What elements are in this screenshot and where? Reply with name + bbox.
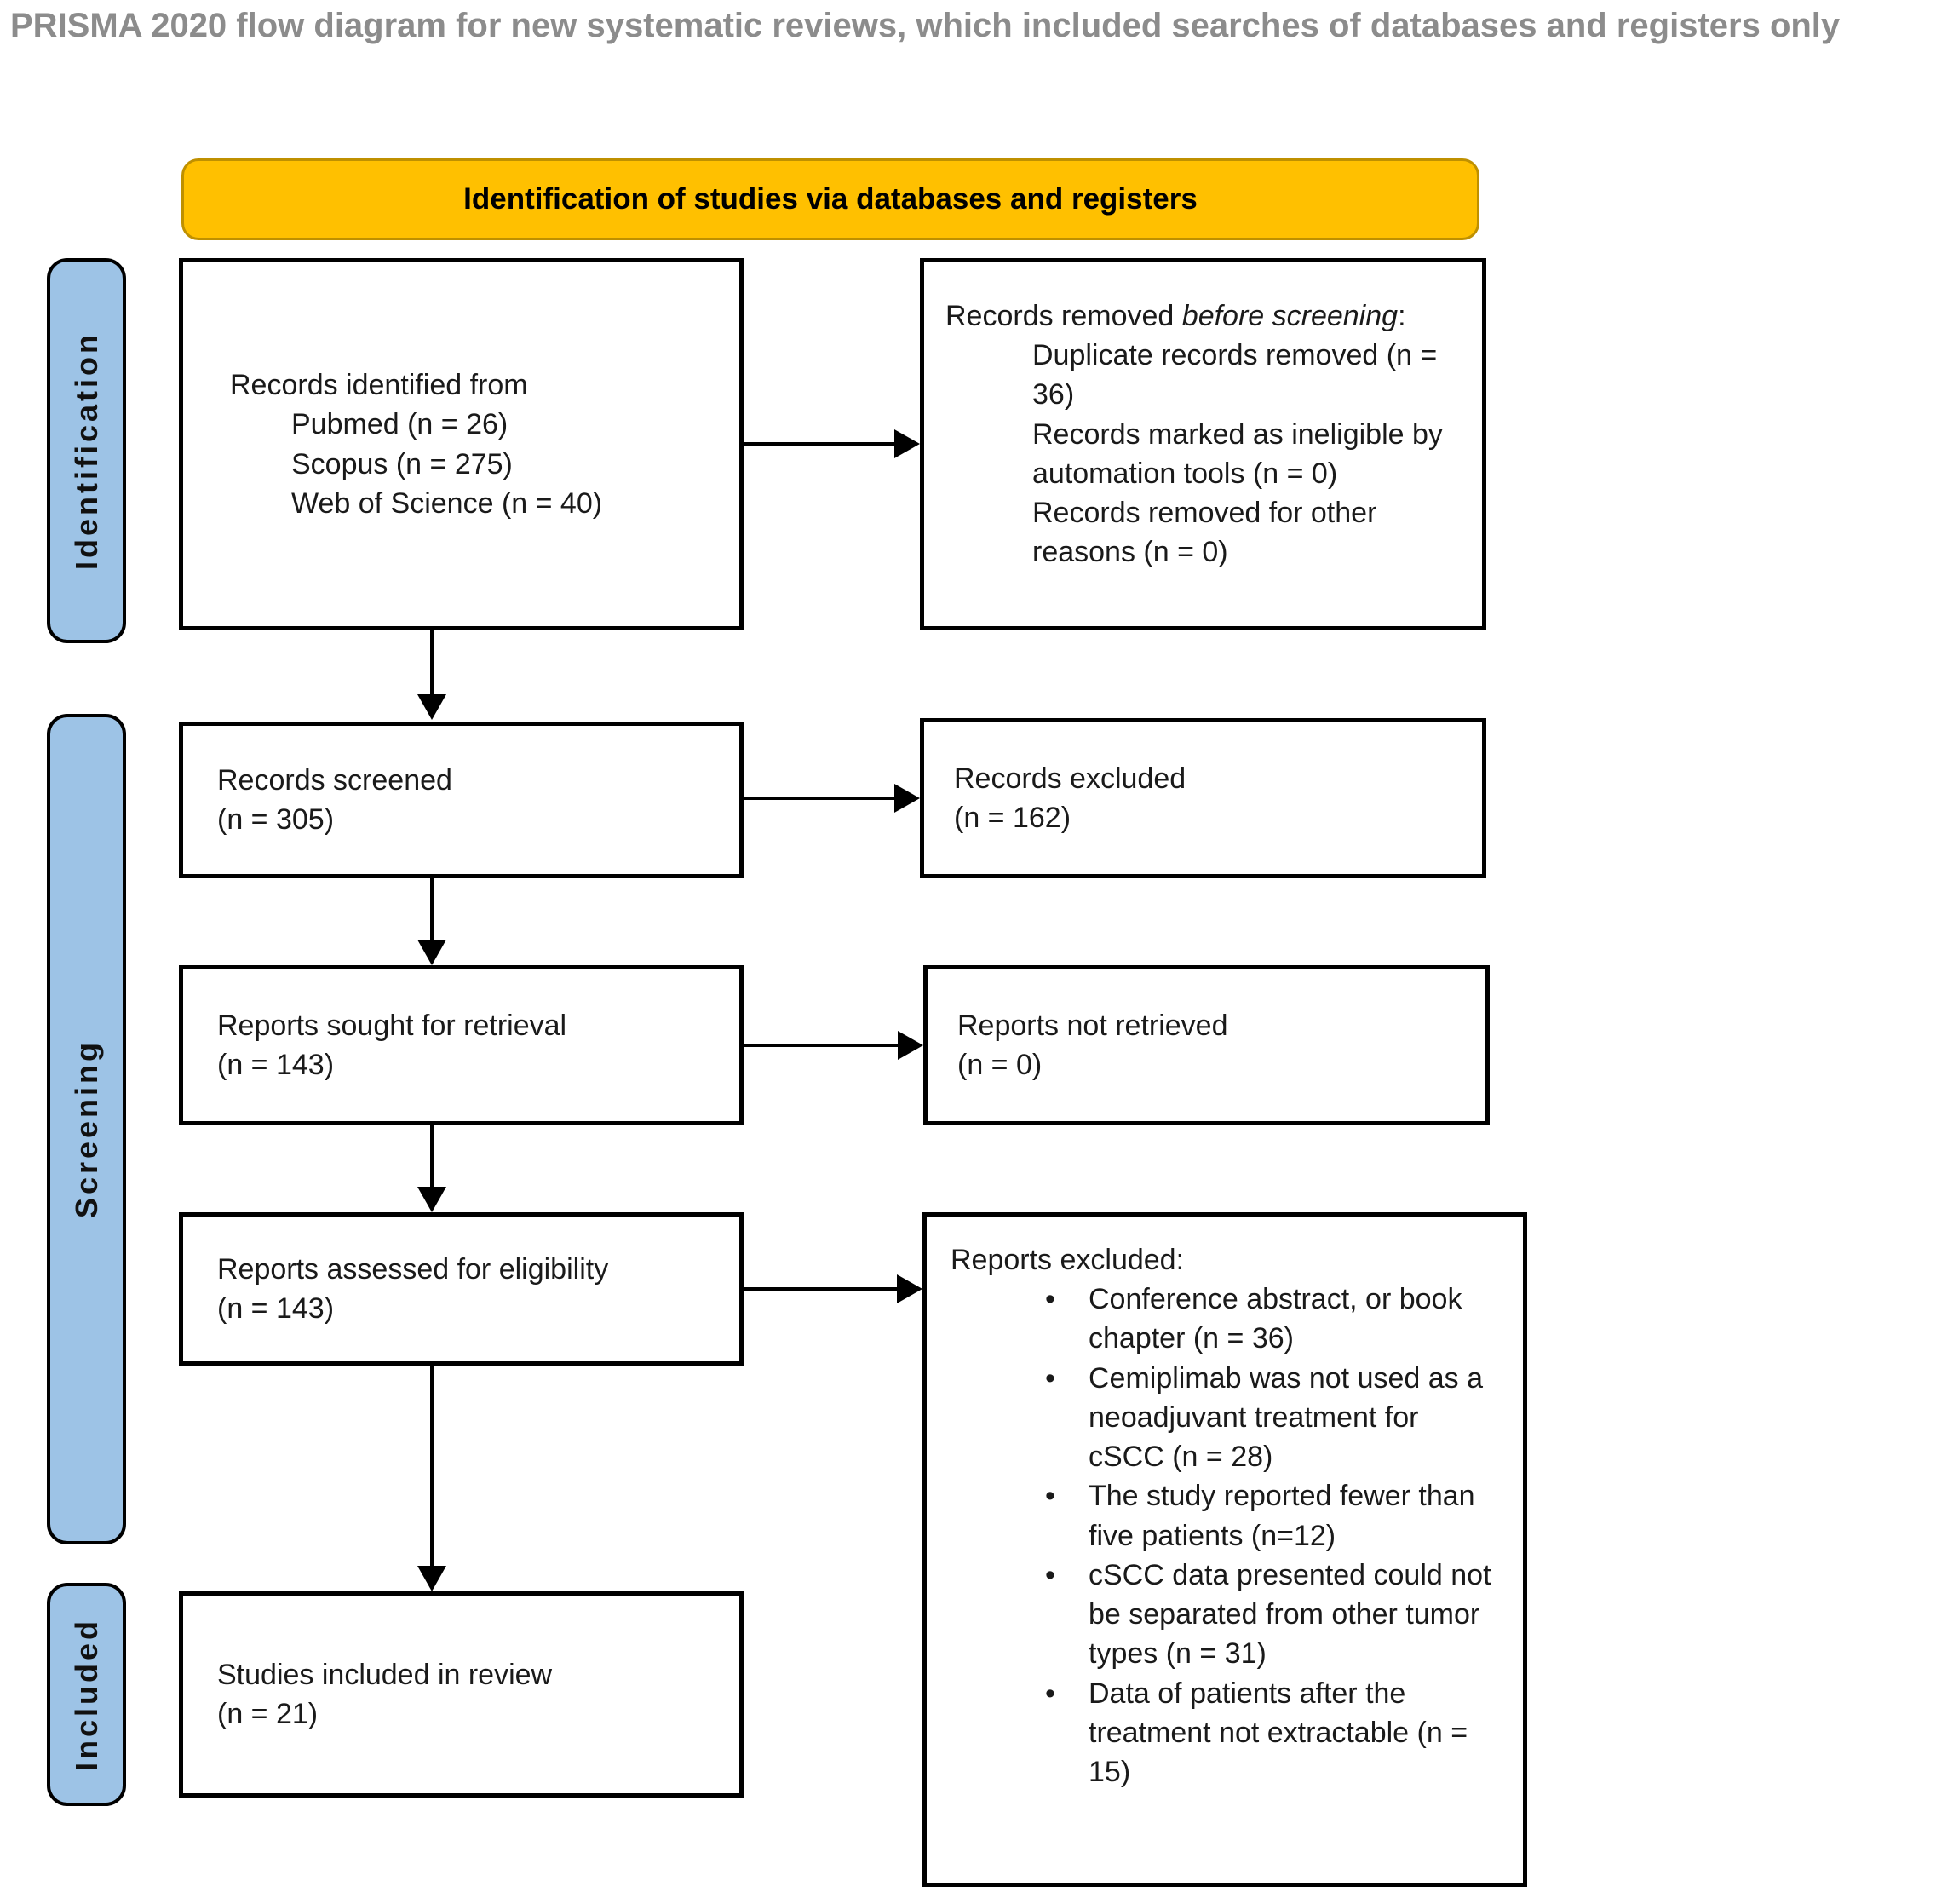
box-records-identified: Records identified from Pubmed (n = 26) … [179, 258, 744, 630]
bullet-icon: • [1045, 1480, 1055, 1513]
stage-label-screening: Screening [47, 714, 126, 1544]
stage-label-included: Included [47, 1583, 126, 1806]
records-identified-intro: Records identified from [230, 369, 528, 402]
reports-not-retrieved-line2: (n = 0) [957, 1049, 1043, 1081]
records-screened-line2: (n = 305) [217, 803, 335, 836]
bullet-icon: • [1045, 1361, 1055, 1395]
reports-excluded-item-not-extractable: • Data of patients after the treatment n… [1012, 1674, 1510, 1792]
reports-excluded-item-cemiplimab: • Cemiplimab was not used as a neoadjuva… [1012, 1359, 1510, 1477]
reports-not-retrieved-line1: Reports not retrieved [957, 1009, 1228, 1042]
records-screened-line1: Records screened [217, 763, 452, 797]
bullet-icon: • [1045, 1677, 1055, 1710]
box-reports-assessed: Reports assessed for eligibility (n = 14… [179, 1212, 744, 1366]
box-reports-sought: Reports sought for retrieval (n = 143) [179, 965, 744, 1125]
records-removed-prefix: Records removed [945, 300, 1182, 332]
box-reports-not-retrieved: Reports not retrieved (n = 0) [923, 965, 1490, 1125]
records-removed-item-automation: Records marked as ineligible by automati… [1032, 417, 1443, 490]
studies-included-line1: Studies included in review [217, 1658, 553, 1691]
studies-included-line2: (n = 21) [217, 1698, 319, 1730]
stage-label-identification-text: Identification [68, 331, 104, 570]
records-identified-source-scopus: Scopus (n = 275) [291, 447, 513, 480]
records-identified-source-wos: Web of Science (n = 40) [291, 486, 603, 520]
stage-label-identification: Identification [47, 258, 126, 643]
records-identified-source-pubmed: Pubmed (n = 26) [291, 408, 508, 441]
records-excluded-line2: (n = 162) [954, 802, 1071, 834]
records-removed-italic: before screening [1181, 300, 1399, 332]
reports-excluded-item-conference: • Conference abstract, or book chapter (… [1012, 1280, 1510, 1358]
box-records-screened: Records screened (n = 305) [179, 722, 744, 878]
records-removed-heading: Records removed before screening: [945, 296, 1463, 336]
records-removed-item-duplicates: Duplicate records removed (n = 36) [1032, 339, 1438, 411]
stage-label-included-text: Included [68, 1617, 104, 1771]
stage-label-screening-text: Screening [68, 1039, 104, 1219]
records-removed-item-other: Records removed for other reasons (n = 0… [1032, 497, 1377, 569]
banner: Identification of studies via databases … [181, 158, 1479, 240]
box-records-removed: Records removed before screening: Duplic… [920, 258, 1486, 630]
reports-excluded-heading: Reports excluded: [951, 1244, 1185, 1276]
reports-sought-line2: (n = 143) [217, 1049, 335, 1081]
page-title: PRISMA 2020 flow diagram for new systema… [10, 7, 1841, 44]
records-removed-suffix: : [1398, 300, 1406, 332]
reports-assessed-line2: (n = 143) [217, 1292, 335, 1325]
banner-label: Identification of studies via databases … [463, 182, 1198, 216]
box-studies-included: Studies included in review (n = 21) [179, 1591, 744, 1798]
records-excluded-line1: Records excluded [954, 762, 1186, 795]
reports-assessed-line1: Reports assessed for eligibility [217, 1252, 609, 1286]
box-records-excluded: Records excluded (n = 162) [920, 718, 1486, 878]
bullet-icon: • [1045, 1558, 1055, 1591]
reports-excluded-item-fewer-patients: • The study reported fewer than five pat… [1012, 1476, 1510, 1555]
box-reports-excluded: Reports excluded: • Conference abstract,… [922, 1212, 1527, 1887]
reports-sought-line1: Reports sought for retrieval [217, 1009, 567, 1042]
reports-excluded-item-cscc-data: • cSCC data presented could not be separ… [1012, 1556, 1510, 1674]
bullet-icon: • [1045, 1283, 1055, 1316]
